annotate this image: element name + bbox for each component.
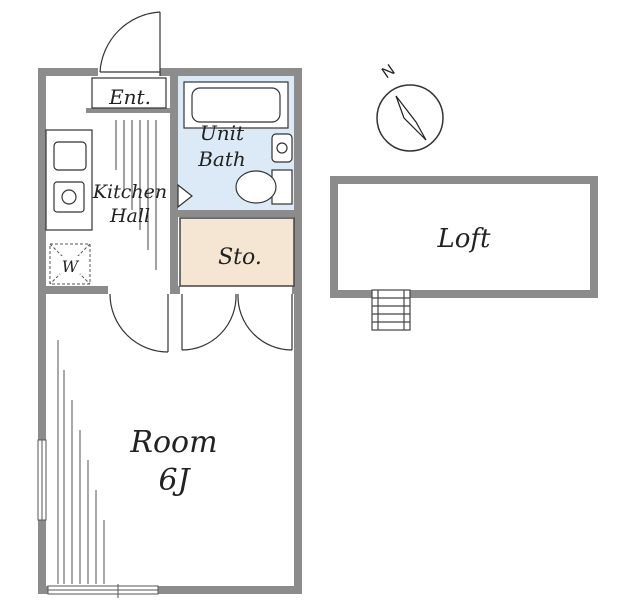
toilet (235, 169, 293, 205)
washer-label: W (62, 257, 80, 276)
room-label-line2: 6J (158, 463, 191, 498)
entrance-door[interactable] (99, 11, 161, 76)
storage-door-gap (180, 284, 292, 296)
bath-label-line1: Unit (200, 121, 245, 145)
bath-door-arrow (177, 183, 193, 209)
loft (330, 176, 598, 298)
room-door-gap (108, 284, 170, 296)
bath-sink (271, 133, 293, 163)
loft-label: Loft (437, 224, 492, 254)
outer-walls (38, 68, 302, 594)
room-label-line1: Room (129, 425, 217, 460)
storage-door-left[interactable] (181, 293, 237, 351)
kitchen-counter (45, 129, 93, 231)
storage-door-right[interactable] (237, 293, 293, 351)
kitchen-floor-lines (115, 120, 157, 270)
storage-label: Sto. (218, 245, 262, 270)
compass-north-label: N (379, 62, 398, 83)
left-window (37, 439, 47, 521)
north-compass (376, 84, 444, 152)
kitchen-label-line2: Hall (109, 205, 150, 227)
bottom-window (47, 584, 159, 598)
storage-area (179, 217, 295, 287)
bathtub (183, 81, 289, 129)
room-floor-lines (57, 340, 105, 584)
room-door[interactable] (109, 293, 169, 353)
loft-ladder[interactable] (371, 289, 411, 331)
kitchen-label-line1: Kitchen (92, 181, 167, 203)
bath-label-line2: Bath (197, 147, 246, 171)
entrance-area (91, 77, 167, 109)
entrance-door-gap (98, 64, 160, 78)
entrance-label: Ent. (108, 85, 151, 109)
